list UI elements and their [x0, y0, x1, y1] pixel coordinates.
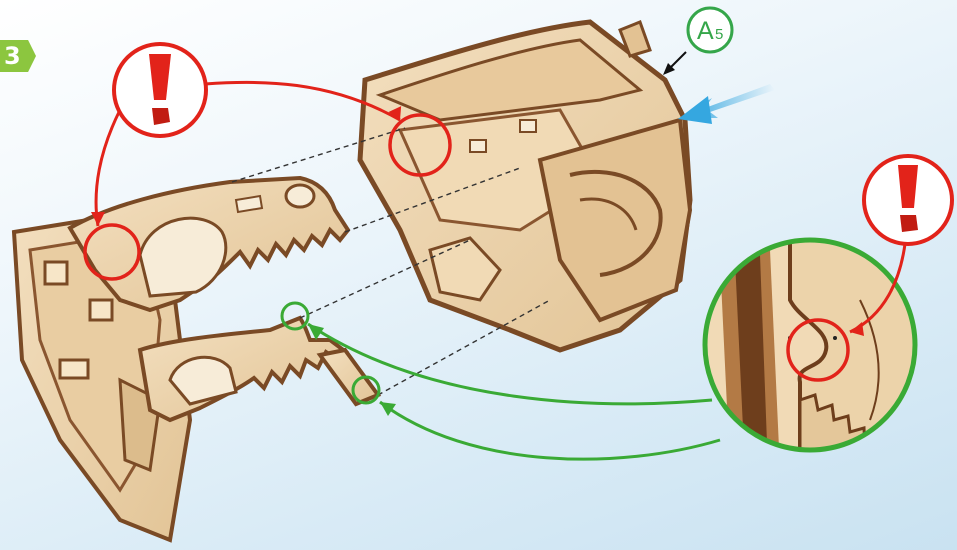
box-assembly-a5 [360, 22, 690, 350]
pointer-arrow-icon [663, 52, 686, 75]
part-label: A 5 [688, 8, 732, 52]
upper-comb-arm [70, 178, 348, 310]
warning-icon [864, 156, 952, 244]
part-label-number: 5 [715, 26, 723, 43]
insertion-arrow-icon [678, 84, 775, 124]
warning-icon [114, 44, 206, 136]
zoomed-detail-view [700, 240, 930, 470]
part-label-letter: A [697, 17, 714, 45]
